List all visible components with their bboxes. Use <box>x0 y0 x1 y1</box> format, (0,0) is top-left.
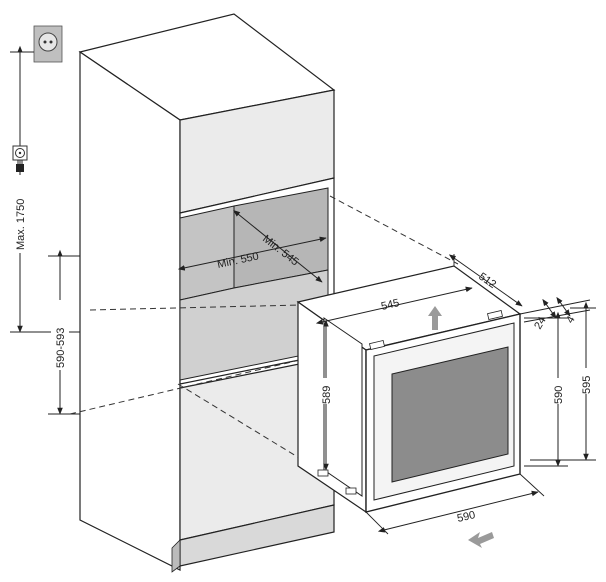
unit-width-bottom-dimension-line <box>377 490 539 533</box>
power-plug-icon <box>12 145 28 172</box>
door-gap-a-label: 24 <box>532 315 549 332</box>
tall-cabinet <box>78 13 336 573</box>
appliance-unit <box>296 265 522 514</box>
unit-height-total-label: 595 <box>581 376 593 394</box>
unit-depth-dimension-line <box>448 254 523 307</box>
unit-width-top-dimension-line <box>315 286 473 325</box>
max-height-label: Max. 1750 <box>15 199 27 250</box>
unit-width-top-label: 545 <box>380 297 401 313</box>
door-glass <box>391 346 509 483</box>
ventilation-in-arrow-icon <box>468 532 494 548</box>
door-gap-b-label: 4 <box>564 314 577 325</box>
unit-inner-height-label: 589 <box>321 386 333 404</box>
wall-socket-icon <box>33 25 63 63</box>
min-depth-dimension-line <box>233 210 323 283</box>
niche-height-label: 590-593 <box>55 328 67 368</box>
cabinet-niche <box>179 205 235 301</box>
unit-width-bottom-label: 590 <box>456 509 477 525</box>
unit-height-front-label: 590 <box>553 386 565 404</box>
